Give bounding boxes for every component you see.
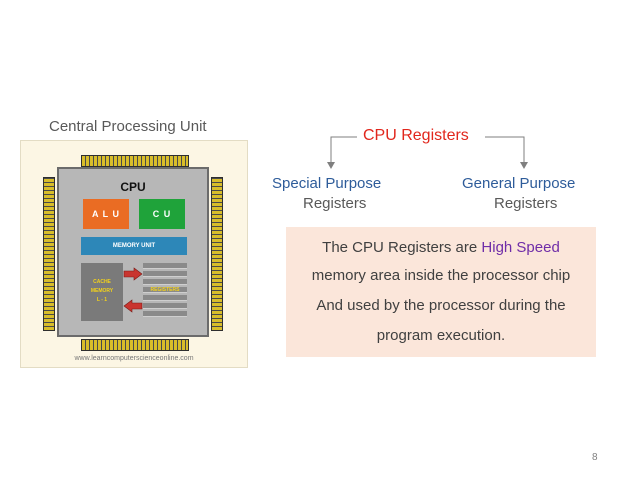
arrow-right-icon xyxy=(123,267,143,281)
connector-left xyxy=(330,136,357,165)
cpu-pins-right xyxy=(211,177,223,331)
description-line-1-text: The CPU Registers are xyxy=(322,239,482,256)
cache-memory-block: CACHE MEMORY L - 1 xyxy=(81,263,123,321)
register-row xyxy=(143,287,187,293)
cpu-pins-left xyxy=(43,177,55,331)
registers-label: REGISTERS xyxy=(150,287,180,293)
cpu-chip-label: CPU xyxy=(120,180,146,194)
arrow-down-icon xyxy=(520,162,528,169)
cache-label-line-2: MEMORY xyxy=(90,288,114,294)
arrow-left-icon xyxy=(123,299,143,313)
cpu-pins-bottom xyxy=(81,339,189,351)
register-row xyxy=(143,303,187,309)
cache-label-line-1: CACHE xyxy=(93,279,111,285)
connector-right xyxy=(485,136,525,165)
cache-label-line-3: L - 1 xyxy=(96,297,108,303)
description-line-3: And used by the processor during the xyxy=(316,297,566,314)
cpu-registers-title: CPU Registers xyxy=(363,127,469,144)
alu-block: A L U xyxy=(83,199,129,229)
cpu-figure-title: Central Processing Unit xyxy=(49,118,207,135)
register-row xyxy=(143,311,187,317)
register-row xyxy=(143,271,187,277)
cpu-chip: CPU A L U C U MEMORY UNIT CACHE MEMORY L… xyxy=(57,167,209,337)
cpu-illustration: CPU A L U C U MEMORY UNIT CACHE MEMORY L… xyxy=(20,140,248,368)
page-number: 8 xyxy=(592,452,598,463)
special-purpose-label: Special Purpose xyxy=(272,175,382,192)
description-box: The CPU Registers are High Speed memory … xyxy=(286,227,596,357)
register-row xyxy=(143,263,187,269)
cpu-pins-top xyxy=(81,155,189,167)
arrow-down-icon xyxy=(327,162,335,169)
description-line-4: program execution. xyxy=(376,327,506,344)
register-row xyxy=(143,279,187,285)
cu-block: C U xyxy=(139,199,185,229)
memory-unit-block: MEMORY UNIT xyxy=(81,237,187,255)
watermark-url: www.learncomputerscienceonline.com xyxy=(74,355,194,362)
description-line-1: The CPU Registers are High Speed xyxy=(286,239,596,256)
general-purpose-label: General Purpose xyxy=(462,175,576,192)
registers-block: REGISTERS xyxy=(143,263,187,321)
highlight-text: High Speed xyxy=(481,239,560,256)
register-row xyxy=(143,295,187,301)
special-purpose-sublabel: Registers xyxy=(303,195,367,212)
general-purpose-sublabel: Registers xyxy=(494,195,558,212)
description-line-2: memory area inside the processor chip xyxy=(311,267,571,284)
